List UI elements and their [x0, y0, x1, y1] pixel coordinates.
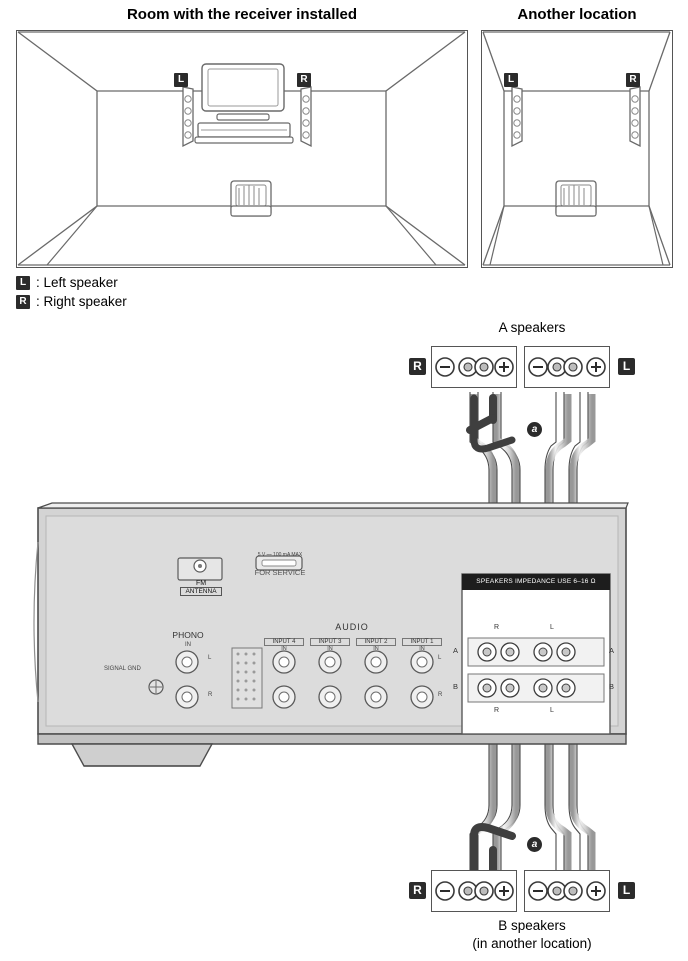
left-room-svg: [17, 31, 466, 266]
legend-r-icon: R: [16, 295, 30, 309]
a-speaker-r-terminals: [435, 357, 514, 377]
speakers-row-b-left-label: B: [453, 682, 459, 691]
b-speakers-caption-line2: (in another location): [472, 936, 592, 951]
input-3-sub: IN: [327, 646, 333, 652]
input-1-name: INPUT 1: [402, 638, 442, 646]
callout-a-top: a: [527, 422, 542, 437]
speakers-r-top-label: R: [494, 624, 500, 631]
service-port-label: 5 V ⎯⎯ 100 mA MAX: [242, 552, 318, 558]
a-speakers-caption: A speakers: [498, 320, 566, 335]
legend-l-icon: L: [16, 276, 30, 290]
input-2-label: INPUT 2 IN: [356, 638, 396, 652]
legend-right-text: : Right speaker: [36, 294, 127, 309]
speakers-r-bottom-label: R: [494, 707, 500, 714]
input-1-sub: IN: [419, 646, 425, 652]
b-speaker-l-terminals: [528, 881, 606, 901]
right-room-marker-l: L: [504, 73, 518, 87]
input-1-label: INPUT 1 IN: [402, 638, 442, 652]
fm-antenna-label: FM ANTENNA: [180, 580, 222, 596]
left-room-illustration: L R: [16, 30, 468, 268]
b-speaker-r-label: R: [409, 882, 426, 899]
antenna-label: ANTENNA: [180, 587, 222, 596]
signal-gnd-label: SIGNAL GND: [104, 666, 141, 672]
phono-r-label: R: [208, 692, 213, 698]
a-speaker-l-terminals: [528, 357, 606, 377]
input-3-name: INPUT 3: [310, 638, 350, 646]
phono-section-label: PHONO: [172, 630, 204, 640]
left-room-marker-l: L: [174, 73, 188, 87]
for-service-label: FOR SERVICE: [254, 568, 306, 577]
b-speakers-caption-line1: B speakers: [498, 918, 566, 933]
legend: L : Left speaker R : Right speaker: [16, 276, 127, 309]
b-speaker-r-terminals: [435, 881, 514, 901]
speakers-row-b-right-label: B: [609, 682, 615, 691]
speakers-header-label: SPEAKERS IMPEDANCE USE 6–16 Ω: [476, 578, 596, 585]
a-speaker-l-label: L: [618, 358, 635, 375]
input-4-name: INPUT 4: [264, 638, 304, 646]
phono-in-label: IN: [185, 642, 191, 648]
amplifier-rear-svg: [33, 502, 629, 767]
b-speaker-l-terminal-box: [524, 870, 610, 912]
fm-label: FM: [195, 580, 207, 587]
speakers-row-a-right-label: A: [609, 646, 615, 655]
right-room-svg: [482, 31, 671, 266]
left-room-marker-r: R: [297, 73, 311, 87]
input-4-label: INPUT 4 IN: [264, 638, 304, 652]
service-voltage-label: 5 V ⎯⎯ 100 mA MAX: [257, 552, 303, 558]
legend-left-text: : Left speaker: [36, 275, 118, 290]
audio-section-label: AUDIO: [335, 622, 369, 632]
right-room-title: Another location: [517, 6, 637, 23]
right-room-illustration: L R: [481, 30, 673, 268]
input-l-label: L: [438, 655, 442, 661]
a-speaker-r-label: R: [409, 358, 426, 375]
speakers-row-a-left-label: A: [453, 646, 459, 655]
speakers-l-bottom-label: L: [550, 707, 554, 714]
input-2-sub: IN: [373, 646, 379, 652]
a-speaker-l-terminal-box: [524, 346, 610, 388]
right-room-marker-r: R: [626, 73, 640, 87]
legend-item-left-speaker: L : Left speaker: [16, 276, 127, 290]
a-speaker-r-terminal-box: [431, 346, 517, 388]
legend-item-right-speaker: R : Right speaker: [16, 295, 127, 309]
input-3-label: INPUT 3 IN: [310, 638, 350, 652]
input-4-sub: IN: [281, 646, 287, 652]
b-speaker-r-terminal-box: [431, 870, 517, 912]
speakers-l-top-label: L: [550, 624, 554, 631]
amplifier-rear-panel: FM ANTENNA 5 V ⎯⎯ 100 mA MAX FOR SERVICE…: [32, 502, 632, 772]
b-speaker-l-label: L: [618, 882, 635, 899]
left-room-title: Room with the receiver installed: [126, 6, 358, 23]
input-r-label: R: [438, 692, 443, 698]
callout-a-bottom: a: [527, 837, 542, 852]
input-2-name: INPUT 2: [356, 638, 396, 646]
phono-l-label: L: [208, 655, 212, 661]
